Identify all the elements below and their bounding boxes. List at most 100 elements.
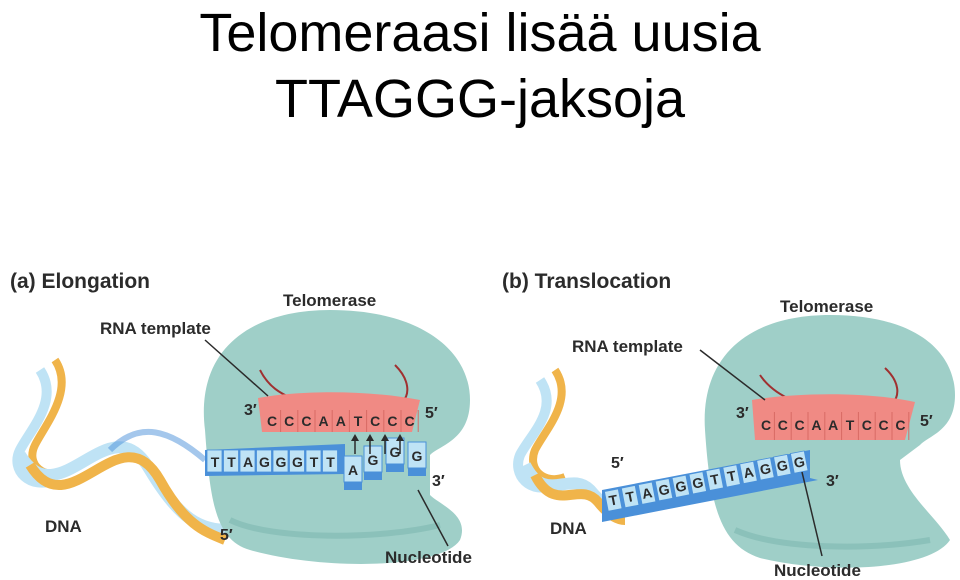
arrow-head [381,434,389,441]
rna-base: C [284,413,294,429]
dna-base: T [726,467,738,484]
rna-base: C [387,413,397,429]
rna-base: A [336,413,346,429]
dna-base-block [671,474,691,498]
dna-base: T [211,454,220,470]
panel-b-rna-5prime: 5′ [920,413,933,430]
dna-base: T [227,454,236,470]
dna-base: T [608,491,620,508]
dna-base-block [272,449,289,473]
panel-b-nucleotide-label: Nucleotide [774,561,861,580]
panel-b-telomerase-label: Telomerase [780,297,873,316]
panel-b-telomerase-enzyme [704,315,955,568]
rna-base: A [811,417,821,433]
panel-b-rna-label: RNA template [572,337,683,356]
rna-base: T [846,417,855,433]
rna-base: C [795,417,805,433]
dna-base-block [739,460,758,485]
dna-base-block [637,481,657,505]
dna-base-block [289,449,305,473]
dna-base-block [223,449,239,473]
nucleotide-backbone [364,472,382,480]
incoming-nucleotide: G [363,445,383,480]
panel-a-title: (a) Elongation [10,270,150,293]
panel-a-telomerase-enzyme [203,310,470,564]
arrow-head [396,434,404,441]
panel-a-dna-label: DNA [45,517,82,536]
nucleotide-backbone [344,482,362,490]
dna-base: A [641,484,654,502]
rna-base: C [879,417,889,433]
panel-b-dna-5prime: 5′ [611,455,624,472]
dna-base: T [624,488,636,505]
title-line-2: TTAGGG-jaksoja [274,69,686,129]
arrow-head [351,434,359,441]
dna-base-block [620,484,640,509]
panel-a-arrows [351,434,404,454]
rna-base: C [895,417,905,433]
incoming-nucleotide: G [407,441,427,476]
panel-a-rna-leader [204,339,269,397]
rna-base: C [370,413,380,429]
dna-base-block [305,449,322,473]
dna-base-block [705,467,724,491]
panel-a-dna-5prime: 5′ [220,527,233,544]
dna-base-block [789,450,809,474]
rna-base: C [778,417,788,433]
panel-a-telomerase-label: Telomerase [283,291,376,310]
dna-base: T [310,454,319,470]
dna-base: G [276,454,287,470]
panel-a-rna-3prime: 3′ [244,402,257,419]
dna-base: G [259,454,270,470]
rna-base: C [301,413,311,429]
nucleotide-base: G [390,444,401,460]
dna-base: T [326,454,335,470]
panel-a-dna-3prime: 3′ [432,473,445,490]
panel-b-nucleotide-leader [801,471,823,557]
nucleotide-base: G [368,452,379,468]
dna-base-block [722,464,741,488]
panel-a-rna-5prime: 5′ [425,405,438,422]
nucleotide-base: A [348,462,358,478]
dna-base: T [709,471,721,488]
dna-base-block [603,488,623,512]
dna-base: G [775,457,789,475]
panel-a-rna-label: RNA template [100,319,211,338]
arrow-head [366,434,374,441]
panel-a-nucleotide-label: Nucleotide [385,548,472,567]
dna-base-block [756,457,775,481]
panel-a-dna-helix [12,357,231,545]
dna-base-block [773,453,792,478]
nucleotide-backbone [386,464,404,472]
rna-base: C [761,417,771,433]
panel-a-nucleotide-leader [417,489,449,547]
panel-b-rna-3prime: 3′ [736,405,749,422]
rna-base: C [405,413,415,429]
panel-b-title: (b) Translocation [502,270,671,293]
incoming-nucleotide: G [385,437,405,472]
title-line-1: Telomeraasi lisää uusia [199,3,761,63]
nucleotide-backbone [408,468,426,476]
dna-base: G [657,481,671,499]
dna-base: G [792,453,806,471]
rna-base: C [267,413,277,429]
dna-base-block [206,449,223,473]
dna-base-block [654,478,674,502]
rna-base: A [319,413,329,429]
dna-base: G [292,454,303,470]
dna-base-block [239,449,256,473]
page-title: Telomeraasi lisää uusia TTAGGG-jaksoja [0,0,960,132]
nucleotide-base: G [412,448,423,464]
panel-b-rna-leader [699,349,766,401]
